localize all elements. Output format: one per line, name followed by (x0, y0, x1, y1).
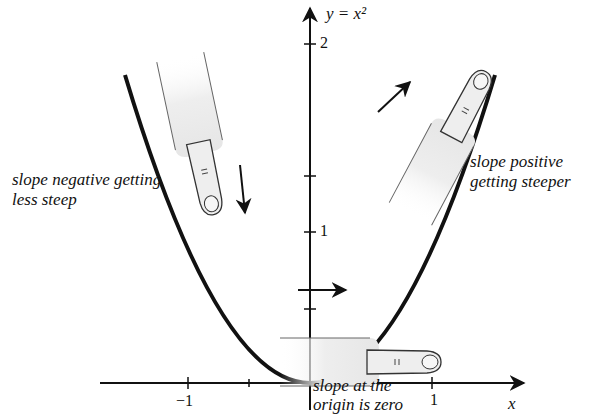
slope-note: slope positive getting steeper (470, 152, 600, 191)
tick-label: 1 (430, 391, 438, 409)
tick-label: 2 (320, 34, 328, 52)
tick-label: 1 (320, 222, 328, 240)
slope-note: slope negative getting less steep (12, 170, 172, 209)
axis-label: x (508, 394, 516, 414)
tick-label: −1 (176, 392, 193, 410)
slope-note: slope at the origin is zero (313, 376, 425, 415)
curve-equation: y = x² (326, 4, 366, 24)
